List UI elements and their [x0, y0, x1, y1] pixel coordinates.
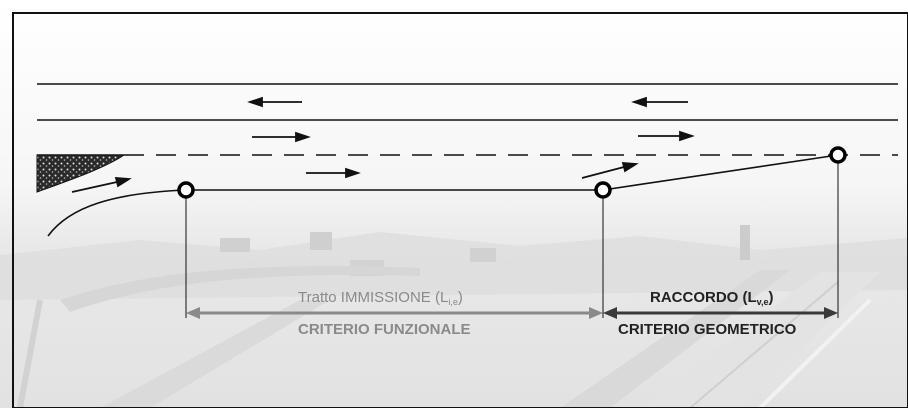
traffic-arrows: [71, 96, 695, 193]
label-close: ): [457, 289, 463, 306]
dimension-functional: [186, 307, 603, 319]
dimension-geometric: [603, 307, 838, 319]
arrow-left-icon: [247, 96, 302, 108]
ring-marker-icon: [177, 181, 195, 199]
label-criterio-funzionale: CRITERIO FUNZIONALE: [298, 321, 471, 338]
arrow-right-icon: [581, 162, 639, 179]
ring-markers: [177, 146, 847, 199]
arrow-right-icon: [71, 177, 132, 193]
lane-lines: [37, 83, 898, 237]
extension-lines: [185, 163, 839, 318]
gore-area: [36, 154, 126, 193]
arrow-right-icon: [638, 130, 695, 142]
ring-marker-icon: [594, 181, 612, 199]
label-text: Tratto IMMISSIONE (L: [298, 289, 449, 306]
arrow-left-icon: [631, 96, 688, 108]
label-subscript: i,e: [448, 297, 458, 307]
label-tratto-immissione: Tratto IMMISSIONE (Li,e): [298, 290, 463, 307]
arrow-right-icon: [252, 131, 311, 143]
label-raccordo: RACCORDO (Lv,e): [650, 290, 774, 307]
label-close: ): [768, 289, 774, 306]
label-text: RACCORDO (L: [650, 289, 757, 306]
label-criterio-geometrico: CRITERIO GEOMETRICO: [618, 321, 797, 338]
arrow-right-icon: [306, 167, 361, 179]
ring-marker-icon: [829, 146, 847, 164]
frame: [12, 12, 908, 408]
label-subscript: v,e: [756, 297, 769, 307]
